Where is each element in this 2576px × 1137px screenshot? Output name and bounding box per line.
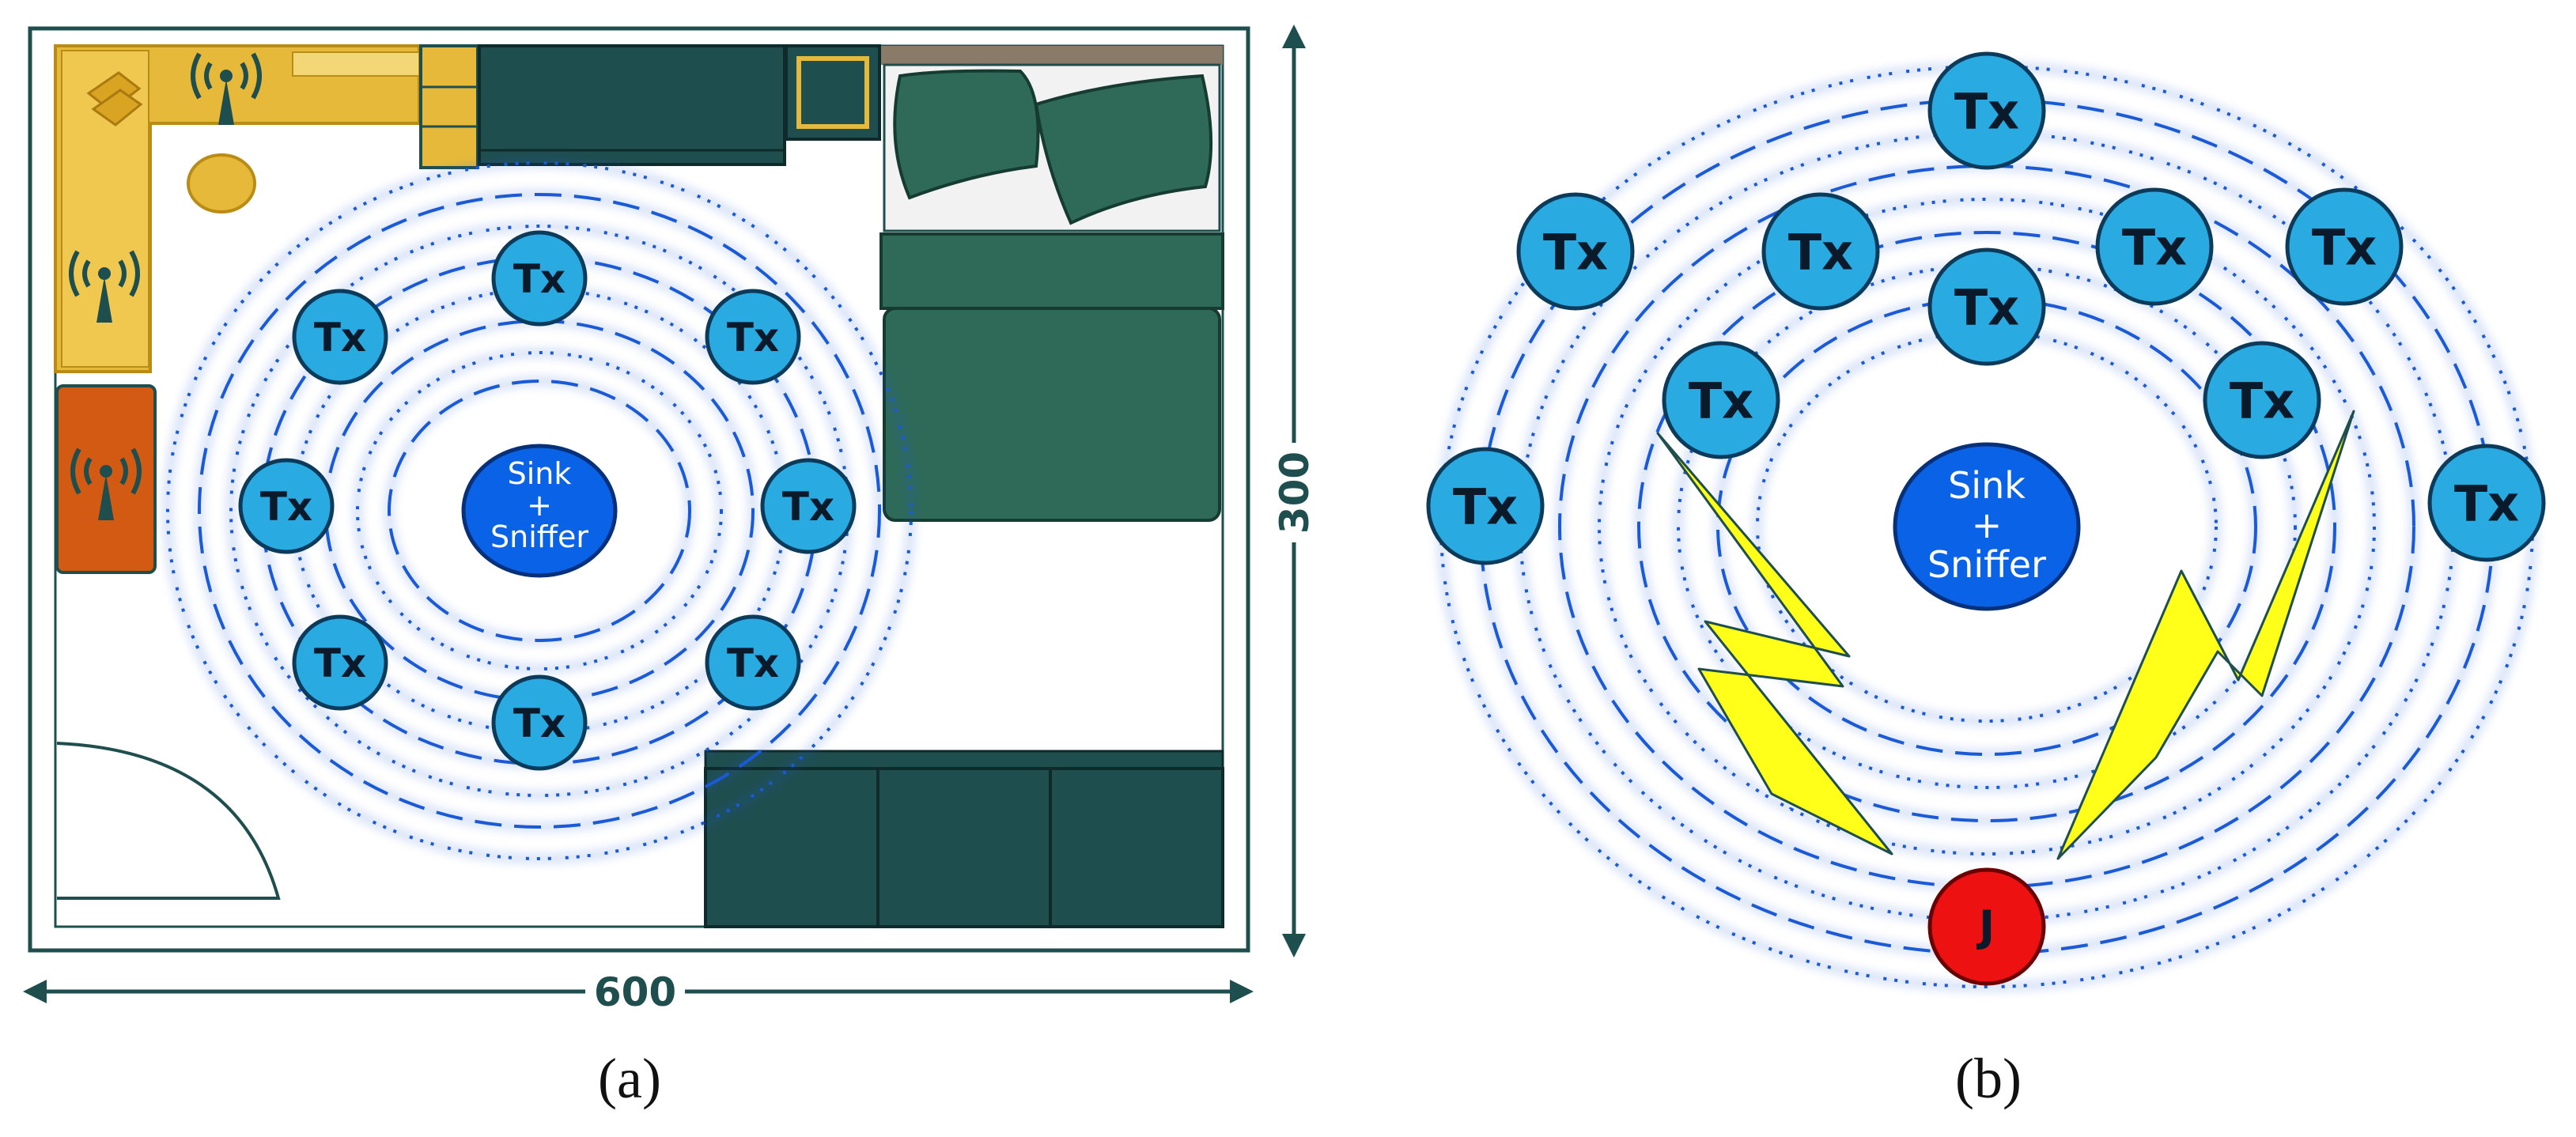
sink-node: Sink + Sniffer xyxy=(461,444,618,578)
tx-label: Tx xyxy=(314,640,366,686)
tx-node: Tx xyxy=(1662,341,1780,459)
tx-label: Tx xyxy=(314,315,366,361)
signal-ring xyxy=(1677,264,2297,789)
tx-label: Tx xyxy=(513,701,566,746)
sink-label-line3: Sniffer xyxy=(490,519,588,554)
tx-label: Tx xyxy=(727,315,779,361)
tx-label: Tx xyxy=(727,640,779,686)
tx-node: Tx xyxy=(2427,444,2546,562)
sink-label-line1: Sink xyxy=(508,456,572,491)
tx-label: Tx xyxy=(2122,218,2187,276)
jammer-node: J xyxy=(1927,867,2046,986)
lightning-icon xyxy=(2056,410,2355,860)
tx-node: Tx xyxy=(1516,192,1635,311)
tx-node: Tx xyxy=(292,614,388,711)
width-label: 600 xyxy=(594,969,676,1015)
tx-label: Tx xyxy=(1954,82,2019,140)
jammer-label: J xyxy=(1976,901,1995,951)
tx-node: Tx xyxy=(491,674,588,771)
stool xyxy=(187,153,256,213)
tx-label: Tx xyxy=(1453,478,1518,535)
sink-node: Sink + Sniffer xyxy=(1893,442,2081,611)
tx-node: Tx xyxy=(2285,187,2404,306)
sink-label-line3: Sniffer xyxy=(1927,543,2046,586)
sink-label-line2: + xyxy=(527,488,552,523)
tx-label: Tx xyxy=(1788,223,1853,281)
tx-node: Tx xyxy=(2203,341,2321,459)
tx-node: Tx xyxy=(1426,447,1545,565)
signal-ring xyxy=(388,380,691,642)
tx-node: Tx xyxy=(1761,192,1880,311)
signal-ring xyxy=(198,193,881,829)
antenna-icon xyxy=(191,52,262,125)
sink-label-line1: Sink xyxy=(1948,464,2026,507)
tx-node: Tx xyxy=(238,458,335,554)
signal-ring xyxy=(356,351,723,670)
tx-label: Tx xyxy=(513,256,566,302)
lightning-icon xyxy=(1656,432,1893,856)
bottom-cabinets xyxy=(704,750,1224,928)
top-cabinets xyxy=(419,44,881,169)
tx-label: Tx xyxy=(1543,223,1608,281)
tx-node: Tx xyxy=(1927,247,2046,366)
door-swing xyxy=(56,742,281,900)
tx-node: Tx xyxy=(760,458,857,554)
antenna-icon xyxy=(69,250,140,323)
tx-node: Tx xyxy=(705,614,801,711)
tx-node: Tx xyxy=(705,289,801,385)
tx-node: Tx xyxy=(292,289,388,385)
tx-node: Tx xyxy=(491,230,588,327)
tx-label: Tx xyxy=(2454,474,2519,532)
caption-b: (b) xyxy=(1955,1047,2022,1110)
signal-ring xyxy=(1637,231,2336,822)
signal-ring xyxy=(166,161,913,860)
signal-ring xyxy=(1598,198,2376,856)
tx-label: Tx xyxy=(2312,218,2377,276)
antenna-icon xyxy=(70,448,142,520)
tx-label: Tx xyxy=(1954,278,2019,336)
sofa xyxy=(54,44,421,373)
tx-label: Tx xyxy=(2230,372,2294,429)
tx-label: Tx xyxy=(782,484,834,530)
sofa-cushion-icon xyxy=(86,71,143,127)
sink-label-line2: + xyxy=(1972,504,2003,546)
tx-label: Tx xyxy=(260,484,312,530)
bed xyxy=(879,46,1224,522)
tx-node: Tx xyxy=(1927,51,2046,170)
height-label: 300 xyxy=(1272,451,1318,534)
caption-a: (a) xyxy=(598,1047,661,1110)
tx-label: Tx xyxy=(1689,372,1753,429)
tx-node: Tx xyxy=(2095,187,2214,306)
